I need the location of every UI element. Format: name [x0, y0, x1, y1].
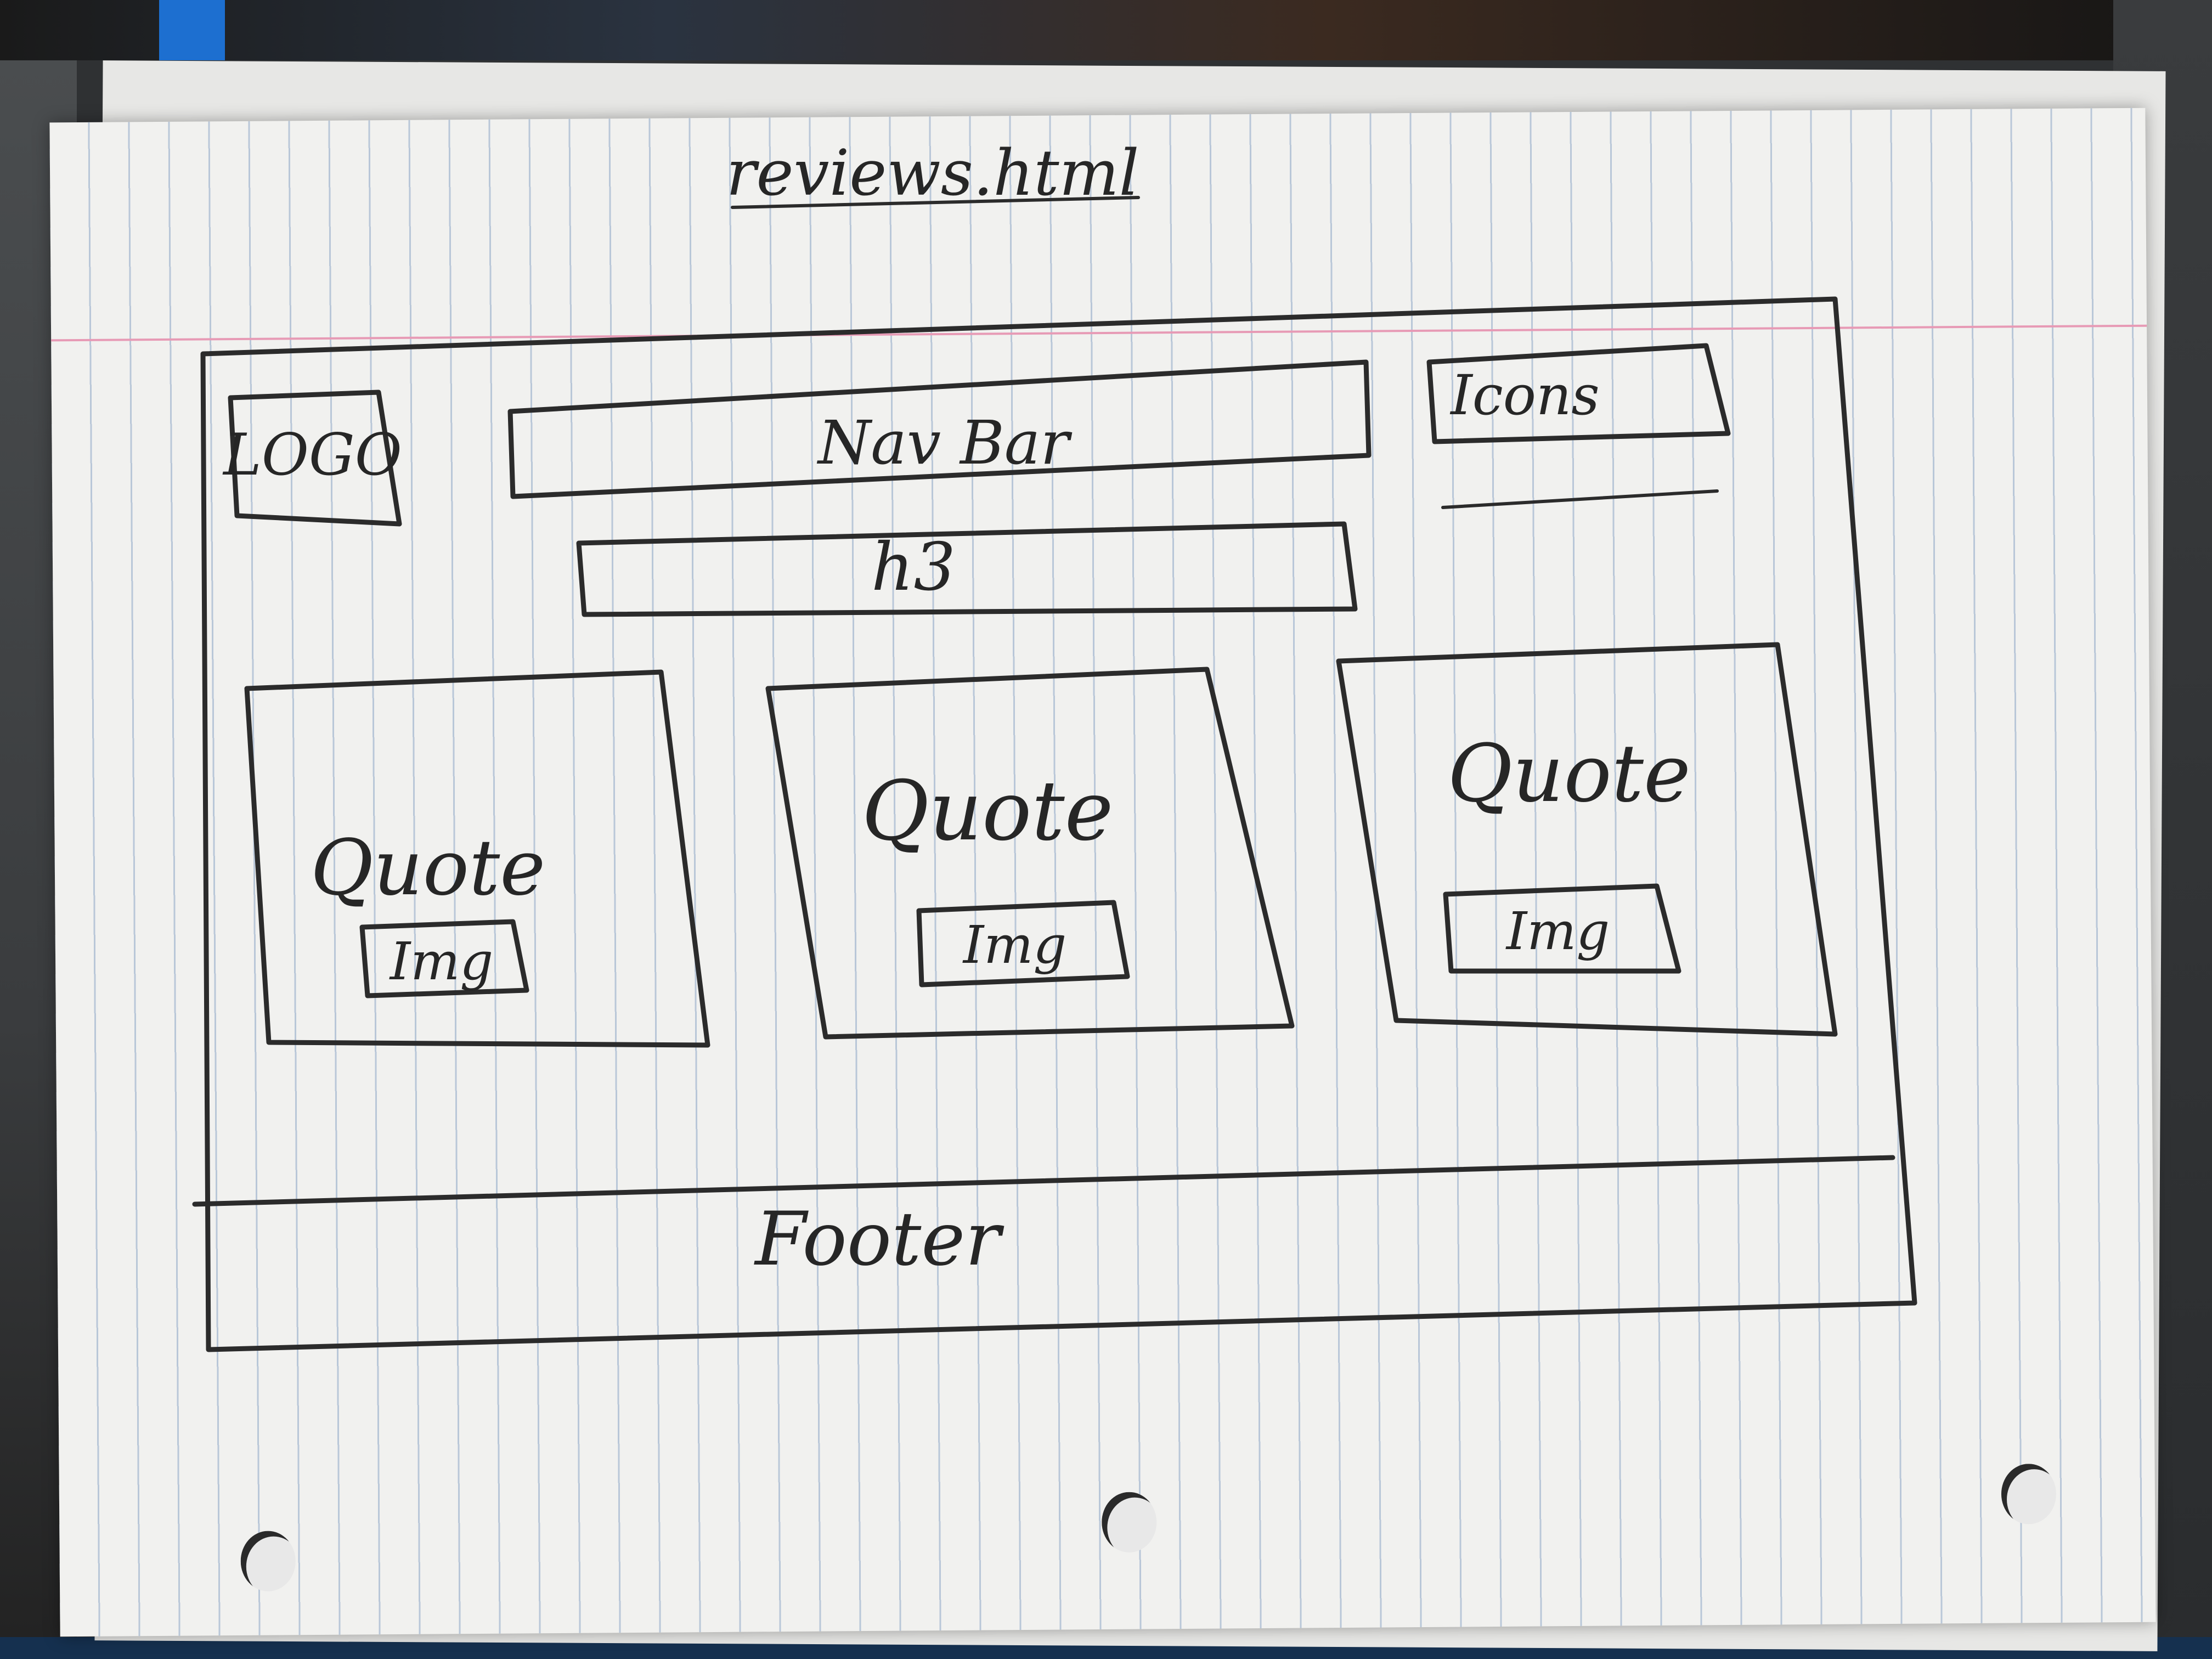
card-2-image-label: Img	[962, 915, 1066, 975]
page-title-underline	[731, 196, 1140, 209]
nav-bar-label: Nav Bar	[816, 408, 1073, 478]
logo-label: LOGO	[222, 421, 402, 488]
review-card-1	[244, 669, 710, 1048]
review-card-3	[1336, 642, 1838, 1037]
card-3-image-label: Img	[1505, 901, 1610, 962]
icons-box	[1426, 343, 1731, 444]
card-1-image-box	[359, 919, 529, 998]
background-blue-object	[159, 0, 225, 60]
footer-divider	[192, 1155, 1895, 1207]
icons-label: Icons	[1449, 363, 1599, 427]
background-top	[0, 0, 2212, 60]
review-card-2	[765, 667, 1295, 1040]
icons-stray-line	[1441, 489, 1719, 509]
card-2-quote: Quote	[862, 764, 1114, 859]
card-3-image-box	[1443, 883, 1681, 974]
nav-bar-box	[507, 359, 1372, 499]
h3-box	[576, 521, 1358, 617]
logo-box	[228, 390, 402, 527]
footer-label: Footer	[753, 1196, 1005, 1282]
card-1-image-label: Img	[389, 932, 493, 992]
card-1-quote: Quote	[311, 823, 545, 913]
page-frame	[200, 296, 1917, 1352]
h3-label: h3	[871, 529, 956, 606]
card-3-quote: Quote	[1447, 727, 1691, 820]
card-2-image-box	[916, 900, 1130, 988]
